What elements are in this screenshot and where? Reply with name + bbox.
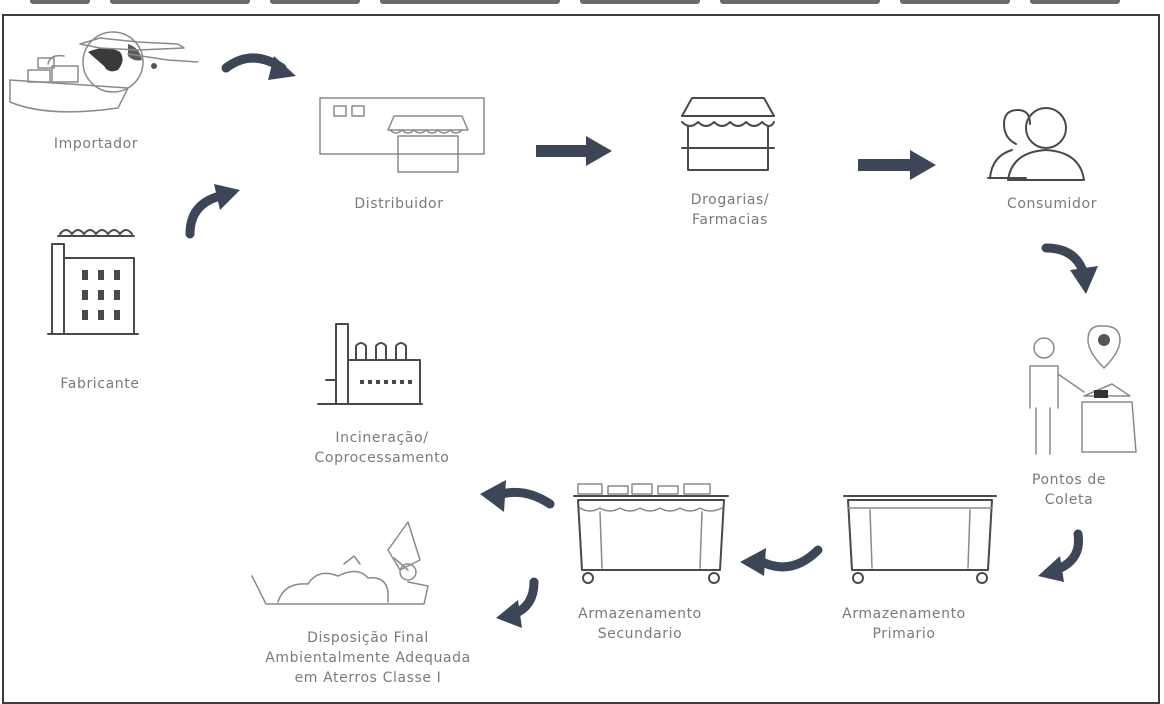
label-drogarias-farmacias: Drogarias/ Farmacias (670, 190, 790, 230)
label-secundario-line2: Secundario (597, 626, 683, 642)
landfill-icon (251, 521, 429, 605)
label-fabricante: Fabricante (60, 376, 140, 392)
primary-storage-container-icon (843, 495, 997, 584)
label-primario-line1: Armazenamento (842, 606, 966, 622)
arrow-importador-to-distribuidor (221, 53, 296, 80)
label-drogarias-line2: Farmacias (692, 212, 768, 228)
arrow-fabricante-to-distribuidor (185, 184, 240, 239)
consumer-people-icon (987, 107, 1085, 181)
arrow-drogarias-to-consumidor (858, 150, 936, 180)
warehouse-icon (319, 97, 485, 173)
label-pontos-de-coleta: Pontos de Coleta (1014, 470, 1124, 510)
arrow-secundario-to-disposicao (496, 577, 539, 628)
label-armazenamento-primario: Armazenamento Primario (826, 604, 982, 644)
arrow-pontos-to-primario (1038, 529, 1084, 582)
label-drogarias-line1: Drogarias/ (690, 192, 770, 208)
cropped-caption-line (0, 0, 1164, 10)
label-incineracao-line1: Incineração/ (335, 430, 429, 446)
pharmacy-shop-icon (681, 97, 775, 171)
label-disposicao-final: Disposição Final Ambientalmente Adequada… (228, 628, 508, 688)
label-disposicao-line1: Disposição Final (307, 630, 429, 646)
label-importador: Importador (53, 136, 139, 152)
label-secundario-line1: Armazenamento (578, 606, 702, 622)
diagram-frame (2, 14, 1160, 704)
incineration-plant-icon (317, 323, 423, 405)
collection-point-icon (1029, 325, 1137, 455)
label-disposicao-line2: Ambientalmente Adequada (265, 650, 471, 666)
factory-icon (47, 229, 139, 335)
label-distribuidor: Distribuidor (354, 196, 444, 212)
arrow-consumidor-to-pontos (1041, 243, 1098, 294)
secondary-storage-container-icon (573, 483, 729, 584)
label-incineracao-coprocessamento: Incineração/ Coprocessamento (292, 428, 472, 468)
arrow-primario-to-secundario (740, 545, 823, 576)
arrow-distribuidor-to-drogarias (536, 136, 612, 166)
label-pontos-line2: Coleta (1044, 492, 1094, 508)
label-pontos-line1: Pontos de (1031, 472, 1107, 488)
label-consumidor: Consumidor (1006, 196, 1098, 212)
label-armazenamento-secundario: Armazenamento Secundario (560, 604, 720, 644)
import-transport-icon (9, 31, 199, 113)
label-primario-line2: Primario (872, 626, 936, 642)
arrow-secundario-to-incineracao (480, 480, 555, 512)
label-disposicao-line3: em Aterros Classe I (294, 670, 442, 686)
label-incineracao-line2: Coprocessamento (314, 450, 450, 466)
